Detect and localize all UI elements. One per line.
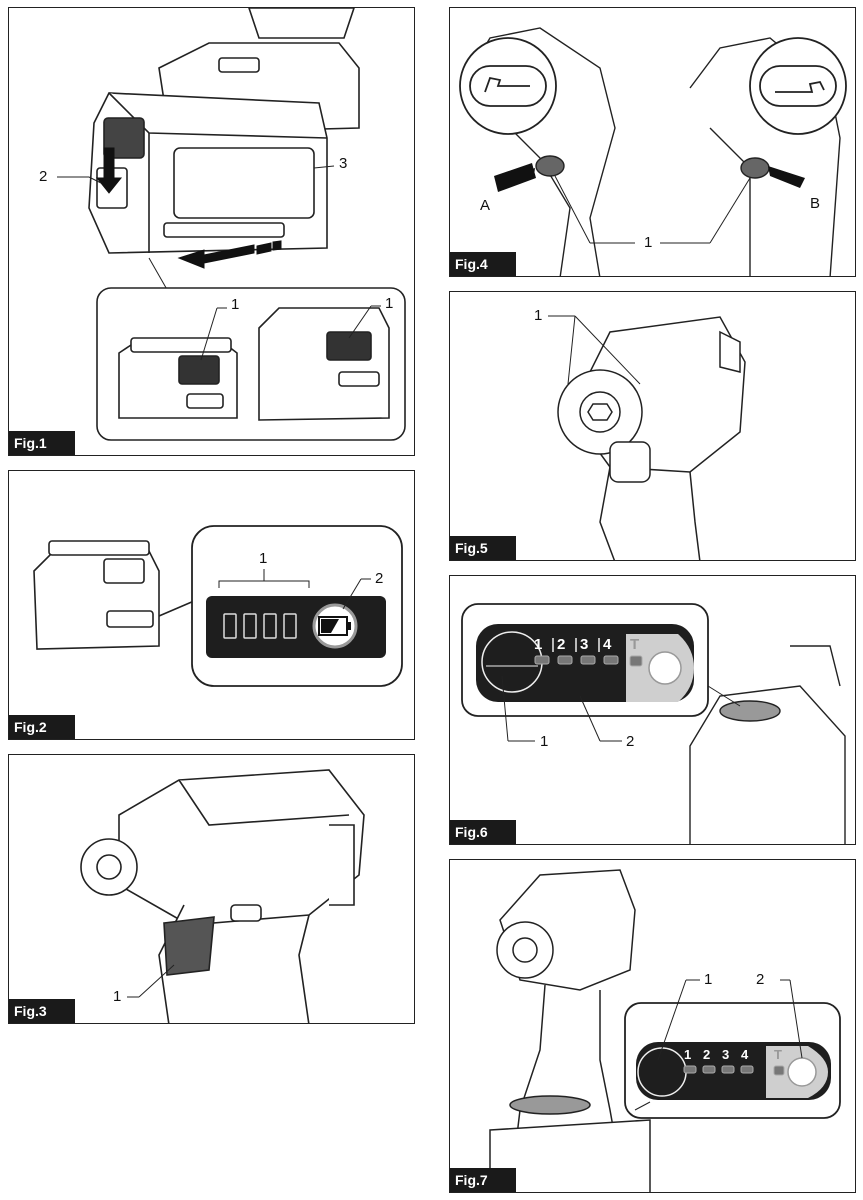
fig7-speed-4: 4 [741, 1047, 749, 1062]
figure-6-label: Fig.6 [450, 820, 516, 844]
fig7-callout-1: 1 [704, 971, 713, 988]
figure-1-panel: 1 1 2 3 Fig.1 [8, 7, 415, 456]
fig6-speed-4: 4 [603, 636, 612, 653]
fig4-callout-1: 1 [644, 234, 653, 251]
figure-4-label: Fig.4 [450, 252, 516, 276]
switch-panel-illustration [461, 603, 846, 844]
fig4-callout-A: A [480, 197, 491, 214]
battery-indicator-illustration [33, 525, 403, 687]
figure-2-panel: 1 2 Fig.2 [8, 470, 415, 740]
fig2-callout-1: 1 [259, 550, 268, 567]
fig7-callout-2: 2 [756, 971, 765, 988]
fig7-speed-1: 1 [684, 1047, 692, 1062]
figure-3-panel: 1 Fig.3 [8, 754, 415, 1024]
fig6-t-mode: T [630, 636, 640, 653]
fig1-callout-1a: 1 [231, 296, 240, 313]
fig6-callout-1: 1 [540, 733, 549, 750]
fig3-callout-1: 1 [113, 988, 122, 1005]
fig6-speed-1: 1 [534, 636, 543, 653]
figure-1-label: Fig.1 [9, 431, 75, 455]
fig7-speed-2: 2 [703, 1047, 711, 1062]
fig6-callout-2: 2 [626, 733, 635, 750]
application-mode-illustration [489, 869, 841, 1192]
figure-4-panel: A B 1 Fig.4 [449, 7, 856, 277]
figure-7-label: Fig.7 [450, 1168, 516, 1192]
front-lamp-illustration [548, 315, 746, 560]
figure-3-label: Fig.3 [9, 999, 75, 1023]
fig6-speed-2: 2 [557, 636, 566, 653]
impact-driver-trigger-illustration [80, 769, 365, 1023]
fig7-t-mode: T [774, 1047, 782, 1062]
figure-5-panel: 1 Fig.5 [449, 291, 856, 561]
fig1-callout-1b: 1 [385, 295, 394, 312]
fig6-speed-3: 3 [580, 636, 589, 653]
reversing-switch-illustration [459, 27, 847, 276]
fig1-callout-2: 2 [39, 168, 48, 185]
figure-2-label: Fig.2 [9, 715, 75, 739]
figure-5-label: Fig.5 [450, 536, 516, 560]
figure-6-panel: 1 2 3 4 T 1 2 Fig.6 [449, 575, 856, 845]
fig5-callout-1: 1 [534, 307, 543, 324]
fig1-callout-3: 3 [339, 155, 348, 172]
fig2-callout-2: 2 [375, 570, 384, 587]
fig7-speed-3: 3 [722, 1047, 730, 1062]
battery-insertion-illustration [57, 8, 406, 441]
fig4-callout-B: B [810, 195, 821, 212]
figure-7-panel: 1 2 3 4 T 1 2 Fig.7 [449, 859, 856, 1193]
